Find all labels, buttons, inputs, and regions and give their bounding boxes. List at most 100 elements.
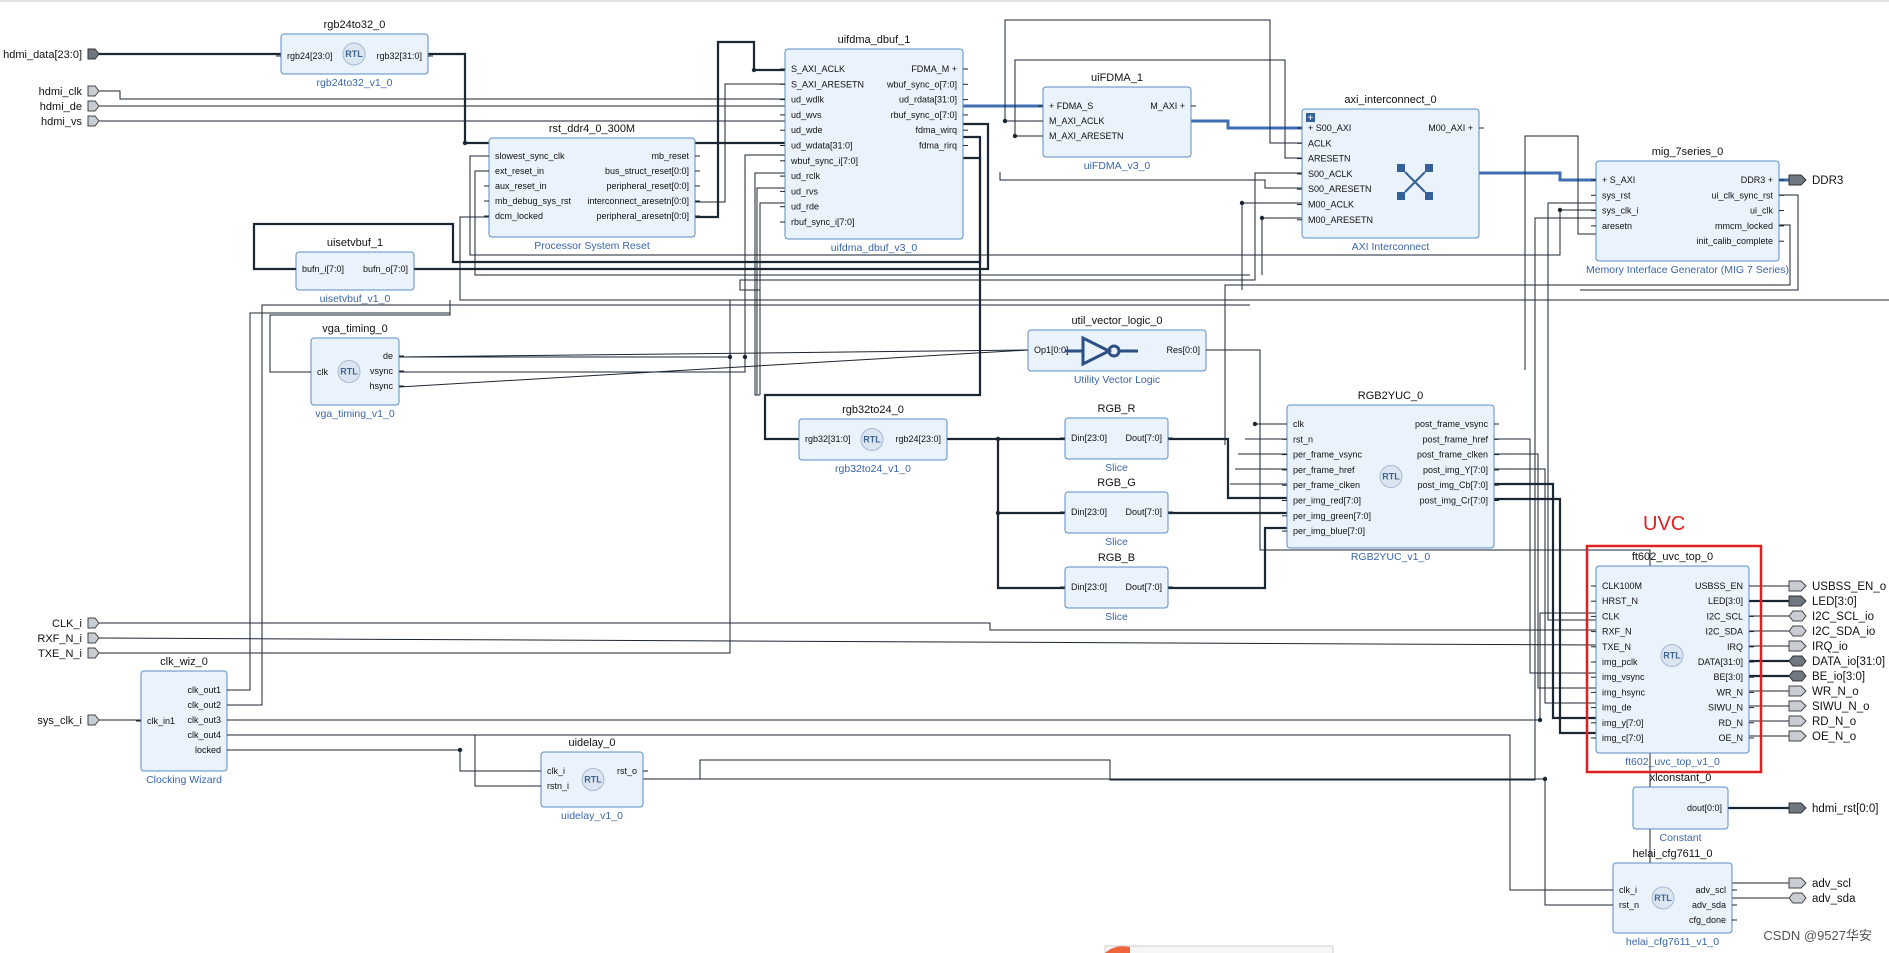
wire-21[interactable] [1261, 217, 1302, 275]
port-arrow-icon[interactable] [87, 100, 100, 112]
block-rgb2yuc[interactable]: RGB2YUC_0RGB2YUC_v1_0clkrst_nper_frame_v… [1282, 390, 1499, 563]
wire-22[interactable] [1547, 202, 1596, 621]
input-port-sys_clk_i[interactable]: sys_clk_i [37, 714, 100, 727]
block-uisetvbuf[interactable]: uisetvbuf_1uisetvbuf_v1_0bufn_i[7:0]bufn… [291, 237, 419, 305]
input-port-txe_n_i[interactable]: TXE_N_i [38, 647, 100, 660]
wire-42[interactable] [1168, 526, 1287, 590]
output-port-rd_n_o[interactable]: RD_N_o [1788, 715, 1856, 728]
wire-68[interactable] [227, 312, 450, 691]
wire-48[interactable] [1494, 438, 1596, 674]
wire-33[interactable] [763, 135, 982, 441]
port-arrow-icon[interactable] [1788, 685, 1807, 697]
port-arrow-icon[interactable] [1788, 670, 1807, 682]
block-uifdma_dbuf[interactable]: uifdma_dbuf_1uifdma_dbuf_v3_0S_AXI_ACLKS… [780, 34, 968, 254]
output-port-oe_n_o[interactable]: OE_N_o [1788, 730, 1856, 743]
wire-70[interactable] [227, 612, 1596, 721]
port-arrow-icon[interactable] [87, 632, 100, 644]
port-arrow-icon[interactable] [1788, 174, 1807, 186]
block-vga_timing[interactable]: vga_timing_0vga_timing_v1_0clkdevsynchsy… [306, 323, 404, 420]
port-arrow-icon[interactable] [1788, 877, 1807, 889]
output-port-hdmi_rst[interactable]: hdmi_rst[0:0] [1788, 802, 1878, 815]
port-arrow-icon[interactable] [1788, 715, 1807, 727]
output-port-data_io[interactable]: DATA_io[31:0] [1788, 655, 1885, 668]
wire-13[interactable] [1191, 119, 1302, 130]
block-helai[interactable]: helai_cfg7611_0helai_cfg7611_v1_0clk_irs… [1608, 848, 1737, 948]
wire-5[interactable] [695, 40, 785, 219]
input-port-hdmi_de[interactable]: hdmi_de [40, 100, 100, 113]
uifdma-body[interactable] [1042, 86, 1192, 158]
output-port-led[interactable]: LED[3:0] [1788, 595, 1857, 608]
input-port-hdmi_clk[interactable]: hdmi_clk [39, 85, 100, 98]
port-arrow-icon[interactable] [1788, 640, 1807, 652]
wire-27[interactable] [269, 300, 451, 373]
wire-35[interactable] [756, 187, 785, 395]
port-arrow-icon[interactable] [1788, 610, 1807, 622]
wire-23[interactable] [643, 217, 1596, 781]
block-ft602[interactable]: ft602_uvc_top_0ft602_uvc_top_v1_0CLK100M… [1591, 551, 1754, 768]
port-arrow-icon[interactable] [1788, 625, 1807, 637]
output-port-siwu_n_o[interactable]: SIWU_N_o [1788, 700, 1870, 713]
wire-29[interactable] [399, 154, 785, 373]
wire-65[interactable] [97, 637, 1597, 646]
input-port-hdmi_data[interactable]: hdmi_data[23:0] [3, 48, 100, 61]
port-arrow-icon[interactable] [87, 115, 100, 127]
output-port-irq_io[interactable]: IRQ_io [1788, 640, 1848, 653]
wire-6[interactable] [695, 83, 785, 203]
wire-31[interactable] [398, 349, 1029, 358]
output-port-i2c_sda_io[interactable]: I2C_SDA_io [1788, 625, 1875, 638]
wire-16[interactable] [1004, 19, 1302, 144]
wire-30[interactable] [398, 349, 1029, 388]
wire-49[interactable] [1494, 453, 1596, 689]
wire-17[interactable] [1014, 59, 1302, 159]
expand-icon[interactable] [1306, 113, 1315, 122]
wire-51[interactable] [1494, 482, 1596, 720]
wire-26[interactable] [1580, 194, 1799, 291]
wire-71[interactable] [227, 734, 1613, 891]
port-arrow-icon[interactable] [87, 714, 100, 726]
wire-18[interactable] [739, 172, 1302, 291]
input-port-rxf_n_i[interactable]: RXF_N_i [37, 632, 100, 645]
wire-8[interactable] [474, 170, 1250, 276]
wire-74[interactable] [643, 778, 1613, 906]
input-port-hdmi_vs[interactable]: hdmi_vs [41, 115, 100, 128]
port-arrow-icon[interactable] [1788, 580, 1807, 592]
wire-66[interactable] [98, 300, 731, 654]
port-arrow-icon[interactable] [1788, 802, 1807, 814]
wire-36[interactable] [759, 202, 785, 395]
wire-24[interactable] [1524, 135, 1596, 370]
rst_ddr4-body[interactable] [488, 137, 696, 238]
output-port-adv_sda[interactable]: adv_sda [1788, 892, 1856, 905]
output-port-adv_scl[interactable]: adv_scl [1788, 877, 1851, 890]
wire-19[interactable] [999, 172, 1302, 189]
wire-52[interactable] [1494, 497, 1596, 735]
wire-11[interactable] [414, 122, 990, 271]
wire-50[interactable] [1494, 468, 1596, 704]
uifdma_dbuf-body[interactable] [784, 48, 964, 240]
port-arrow-icon[interactable] [1788, 655, 1807, 667]
wire-1[interactable] [98, 90, 785, 100]
wire-64[interactable] [98, 622, 1596, 631]
port-arrow-icon[interactable] [1788, 595, 1807, 607]
uisetvbuf-body[interactable] [295, 251, 415, 291]
output-port-ddr3[interactable]: DDR3 [1788, 174, 1843, 187]
wire-25[interactable] [1224, 224, 1791, 445]
output-port-wr_n_o[interactable]: WR_N_o [1788, 685, 1859, 698]
port-arrow-icon[interactable] [87, 617, 100, 629]
wire-69[interactable] [227, 304, 1250, 706]
output-port-i2c_scl_io[interactable]: I2C_SCL_io [1788, 610, 1874, 623]
port-arrow-icon[interactable] [1788, 700, 1807, 712]
wire-39[interactable] [996, 513, 1065, 590]
wire-40[interactable] [1168, 437, 1287, 500]
wire-72[interactable] [227, 749, 541, 772]
